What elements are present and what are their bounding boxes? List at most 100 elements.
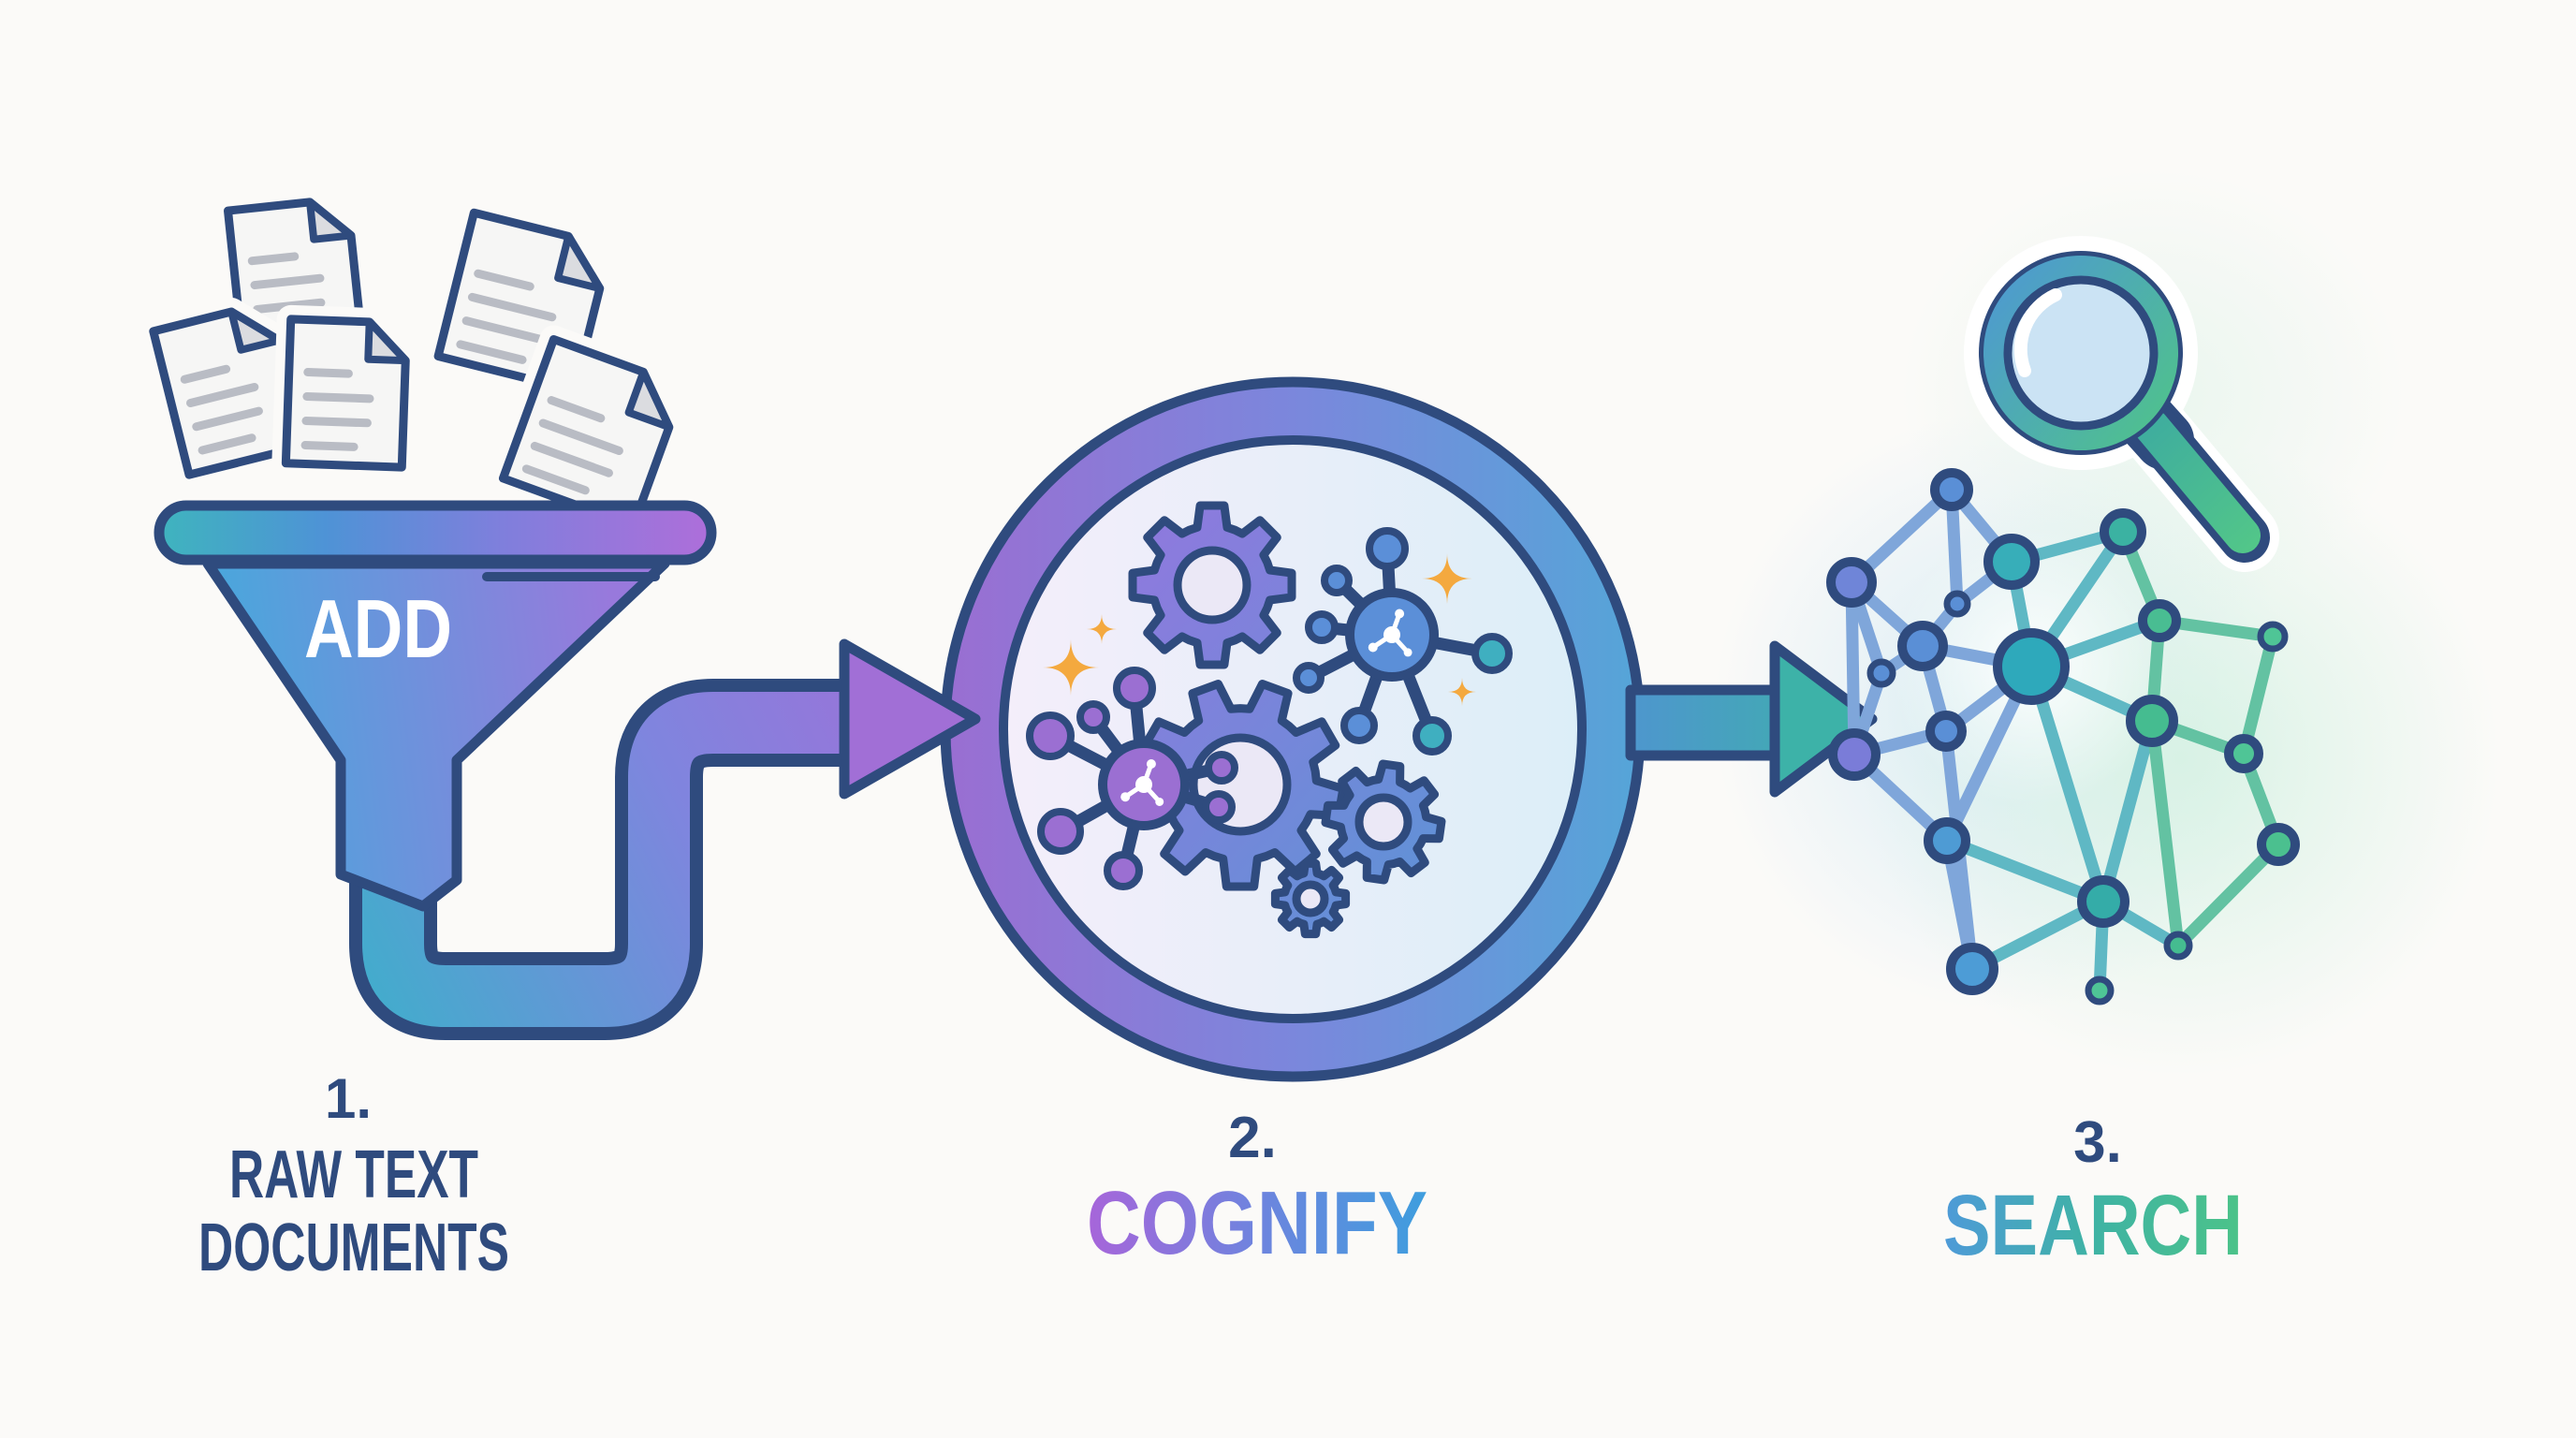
network-node — [1946, 943, 1998, 995]
gear-hole — [1354, 793, 1412, 851]
arrow-cognify-to-search — [1625, 640, 1878, 798]
funnel-cone — [202, 558, 670, 912]
document-text-line — [180, 364, 231, 384]
mini-molecule-node — [1155, 797, 1164, 806]
document-text-line — [301, 417, 372, 428]
document-fold — [306, 198, 355, 243]
sparkle-icon — [1043, 639, 1099, 696]
funnel-rim — [154, 500, 717, 581]
network-node — [2257, 621, 2289, 653]
document-text-line — [303, 368, 353, 378]
document-fold — [554, 232, 604, 293]
step1-title-line2: DOCUMENTS — [198, 1211, 509, 1285]
molecule-satellite — [1104, 851, 1143, 890]
network-node — [2126, 695, 2178, 747]
molecule-satellite — [1321, 565, 1353, 596]
molecule-satellite — [1340, 707, 1378, 744]
molecule-satellite — [1076, 700, 1110, 734]
molecule-satellite — [1305, 610, 1339, 644]
document-text-line — [474, 269, 534, 291]
network-node — [2163, 931, 2193, 961]
sparkle-icon — [1448, 678, 1476, 706]
mini-molecule-node — [1135, 776, 1152, 793]
network-node — [1925, 711, 1967, 752]
network-edge — [2097, 714, 2159, 908]
molecule-satellite — [1471, 633, 1513, 674]
sparkle-icons — [1043, 553, 1476, 706]
network-node — [2085, 976, 2115, 1005]
mini-molecule-node — [1403, 648, 1412, 657]
step1-title-line1: RAW TEXT — [229, 1137, 478, 1212]
document-fold — [364, 317, 410, 365]
document-fold — [227, 308, 284, 354]
mini-molecule-node — [1146, 759, 1156, 769]
document-text-line — [247, 252, 300, 266]
gear-hole — [1173, 546, 1251, 624]
document-text-line — [467, 292, 557, 322]
molecule-satellite — [1293, 662, 1325, 694]
document-text-line — [302, 392, 374, 404]
network-node — [2224, 734, 2263, 773]
document-text-line — [547, 396, 606, 423]
molecule-satellite — [1366, 527, 1409, 570]
network-node — [1828, 728, 1881, 781]
document-text-line — [250, 273, 325, 290]
pipe-arrow-add-to-cognify — [349, 638, 981, 1040]
document-text-line — [300, 440, 359, 451]
network-edge — [2172, 838, 2285, 952]
molecule-satellite — [1205, 751, 1238, 785]
mini-molecule-node — [1368, 642, 1378, 653]
molecule-satellite — [1113, 667, 1156, 710]
document-fold — [624, 368, 673, 432]
funnel-label: ADD — [304, 582, 452, 675]
magnifier-icon — [1964, 236, 2279, 572]
step3-number: 3. — [2073, 1110, 2122, 1175]
document-icon — [271, 304, 420, 482]
network-node — [2100, 508, 2146, 555]
document-text-line — [521, 464, 590, 495]
document-text-line — [192, 406, 263, 432]
network-node — [1826, 557, 1877, 608]
mini-molecule-node — [1383, 626, 1400, 643]
molecule-satellite — [1412, 716, 1452, 756]
network-node — [1993, 628, 2070, 705]
document-text-line — [530, 441, 613, 477]
network-node — [2257, 823, 2300, 866]
step1-number: 1. — [325, 1067, 372, 1130]
gear-hole — [1292, 880, 1329, 917]
arrowhead-icon — [839, 638, 981, 800]
document-text-line — [456, 340, 527, 364]
network-edge — [2237, 630, 2279, 760]
step3-title: SEARCH — [1943, 1178, 2243, 1273]
network-node — [2077, 875, 2130, 928]
network-edge — [1845, 576, 1861, 761]
network-edge — [1940, 834, 2110, 908]
network-edge — [2145, 714, 2185, 952]
document-text-line — [198, 433, 256, 455]
knowledge-graph-nodes — [1826, 468, 2300, 1005]
molecule-icon — [1026, 667, 1238, 890]
sparkle-icon — [1422, 553, 1472, 604]
funnel-icon — [202, 558, 670, 912]
molecule-satellite — [1037, 808, 1084, 855]
molecule-icon — [1293, 527, 1513, 756]
network-node — [2138, 599, 2181, 642]
network-node — [1983, 534, 2040, 590]
lens-highlight — [2013, 288, 2062, 377]
mini-molecule-node — [1120, 792, 1131, 802]
document-icon — [489, 325, 683, 540]
molecule-satellite — [1202, 790, 1236, 824]
network-node — [1866, 658, 1896, 688]
arrowhead-icon — [1769, 640, 1878, 798]
network-node — [1924, 817, 1970, 864]
mini-molecule-node — [1395, 609, 1405, 619]
network-edge — [2025, 660, 2110, 908]
document-text-line — [461, 316, 549, 345]
molecule-satellite — [1026, 712, 1075, 760]
network-node — [1930, 468, 1973, 511]
sparkle-icon — [1087, 614, 1117, 644]
document-text-line — [186, 382, 259, 407]
molecule-icons — [1026, 527, 1513, 890]
